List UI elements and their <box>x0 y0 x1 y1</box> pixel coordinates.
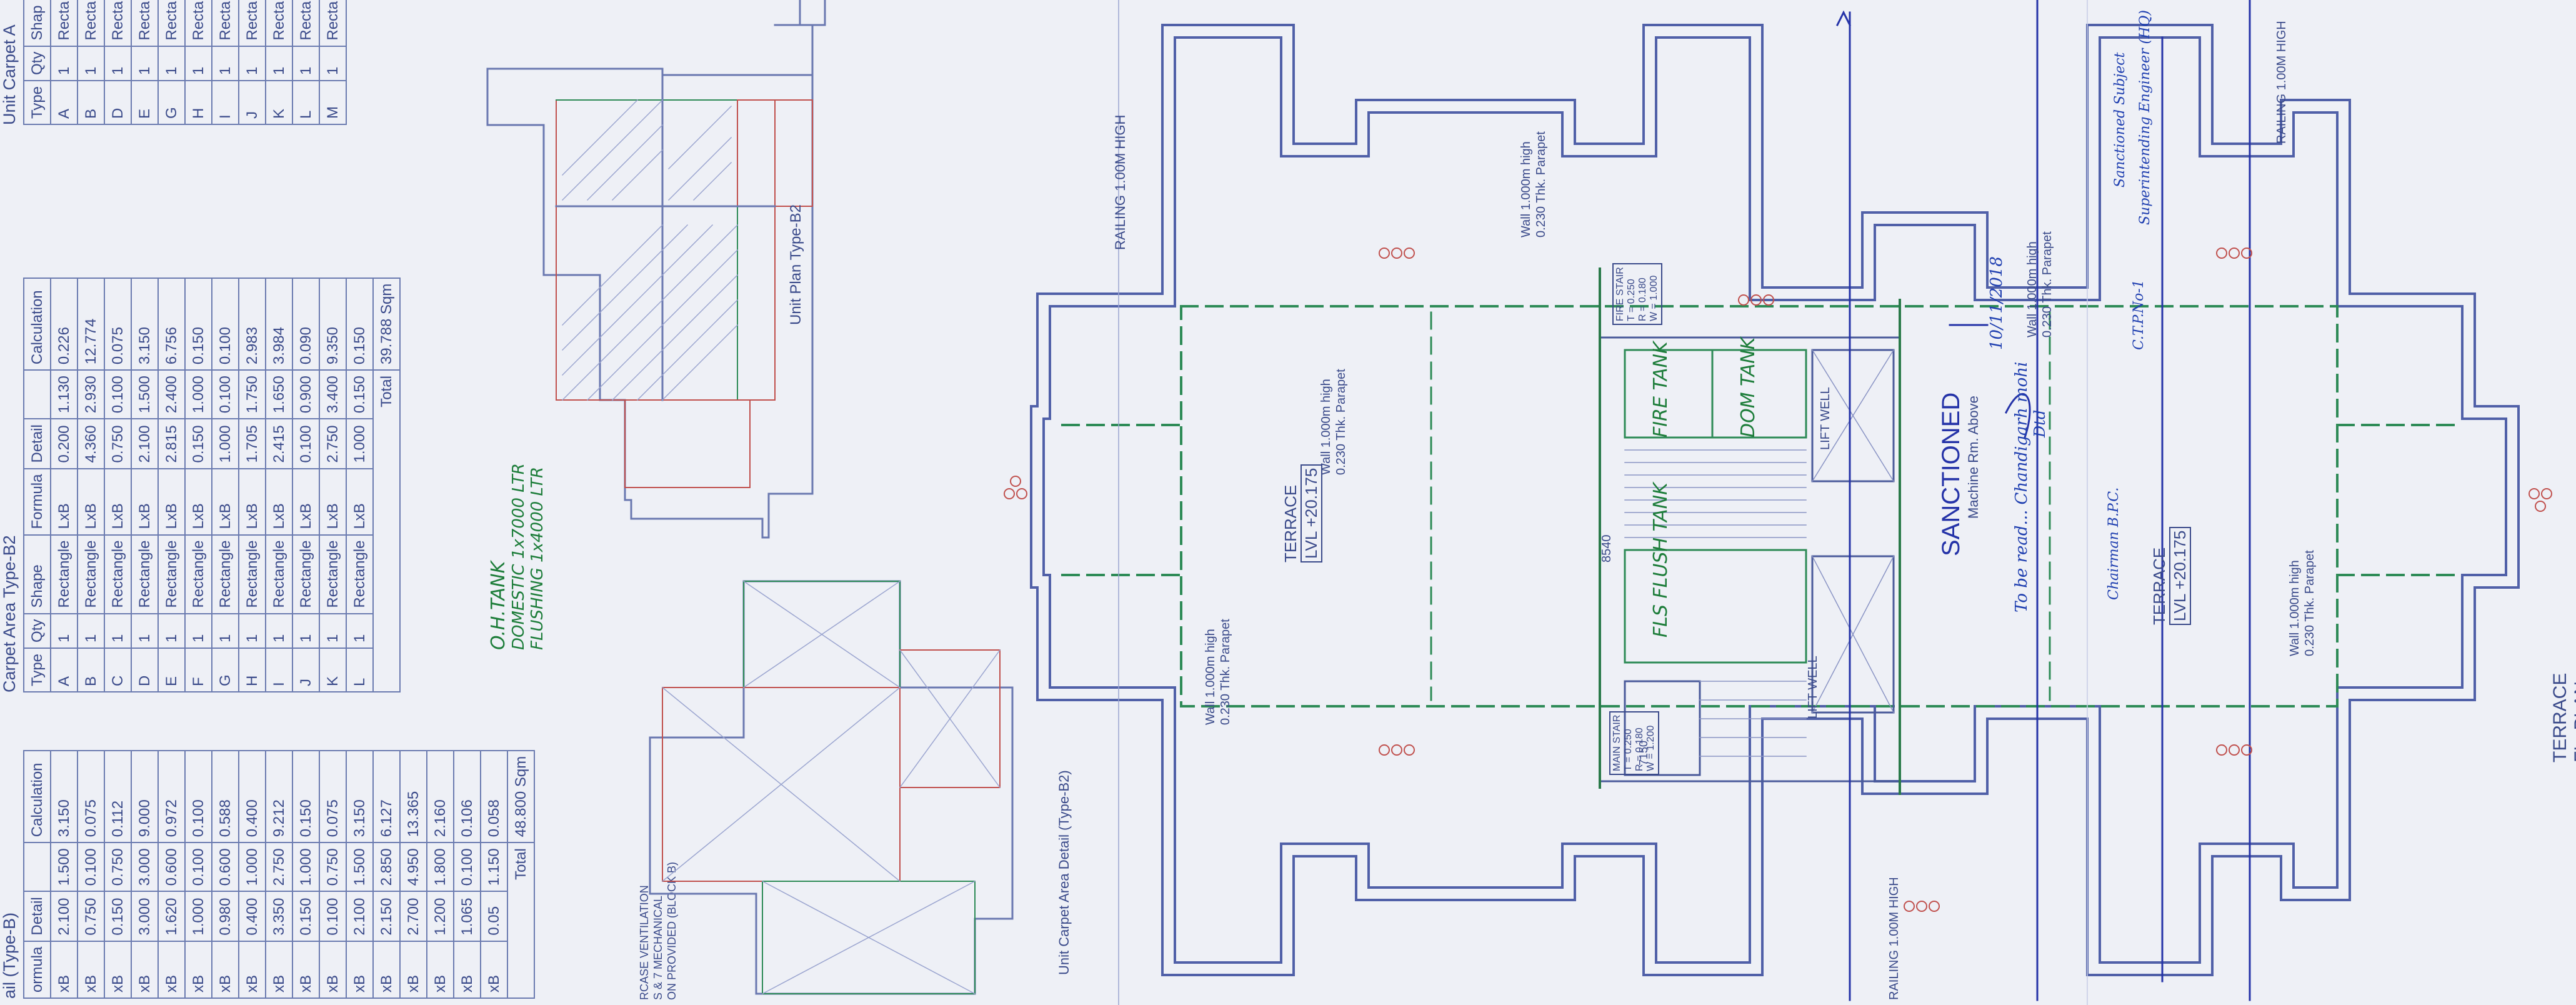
signature-text-1: To be read... Chandigarh mohi <box>2012 361 2031 612</box>
terrace-outline <box>1030 24 2520 976</box>
dim-8540: 8540 <box>1600 534 1614 563</box>
terrace-right-text: TERRACE <box>2150 547 2169 625</box>
fire-stair-line-4: W = 1.000 <box>1649 275 1659 321</box>
machine-room-label: Machine Rm. Above <box>1965 396 1981 519</box>
wall-note-left-low: Wall 1.000m high 0.230 Thk. Parapet <box>1203 619 1233 725</box>
carpet-detail-title: Unit Carpet Area Detail (Type-B2) <box>1056 770 1072 975</box>
unit-plan-type-b2 <box>486 0 826 539</box>
terrace-inner-dashed <box>1061 305 2464 708</box>
level-right-text: LVL +20.175 <box>2169 526 2191 625</box>
fire-stair-line-1: FIRE STAIR <box>1615 267 1625 321</box>
lift-well-label-2: LIFT WELL <box>1819 387 1832 450</box>
signature-text-4: Superintending Engineer (HQ) <box>2137 10 2153 225</box>
wall-note-right2-line-2: 0.230 Thk. Parapet <box>2303 550 2317 656</box>
main-stair-line-1: MAIN STAIR <box>1612 714 1622 771</box>
unit-plan-title: Unit Plan Type-B2 <box>787 204 804 325</box>
column-markers <box>1004 248 2552 912</box>
terrace-left-text: TERRACE <box>1281 484 1300 562</box>
wall-note-right-line-2: 0.230 Thk. Parapet <box>2040 231 2054 338</box>
lift-well-label-1: LIFT WELL <box>1806 656 1820 719</box>
wall-note-left: Wall 1.000m high 0.230 Thk. Parapet <box>1319 369 1349 475</box>
terrace-label-right: TERRACE LVL +20.175 <box>2150 526 2191 625</box>
sanctioned-stamp: SANCTIONED <box>1937 392 1965 556</box>
dom-tank-hw: DOM TANK <box>1737 337 1759 438</box>
core-stairs-lifts <box>1599 268 1901 795</box>
wall-note-low-line-2: 0.230 Thk. Parapet <box>1219 619 1232 725</box>
pen-annotations <box>1835 0 2251 1001</box>
signature-date: 10/11/2018 <box>1987 256 2006 350</box>
wall-note-top: Wall 1.000m high 0.230 Thk. Parapet <box>1519 131 1549 238</box>
wall-note-left-line-2: 0.230 Thk. Parapet <box>1334 369 1348 475</box>
fire-stair-line-2: T = 0.250 <box>1626 279 1637 321</box>
fire-tank-hw: FIRE TANK <box>1650 341 1672 438</box>
wall-note-right2-line-1: Wall 1.000m high <box>2288 560 2302 656</box>
signature-text-5: Chairman B.P.C. <box>2106 487 2122 600</box>
wall-note-low-line-1: Wall 1.000m high <box>1204 629 1217 725</box>
flush-tank-hw: FLS FLUSH TANK <box>1650 482 1672 638</box>
plan-title: TERRACE FL. PLAN <box>2550 672 2576 762</box>
wall-note-line-1: Wall 1.000m high <box>1519 141 1533 238</box>
signature-dtd: Dtd <box>2031 409 2049 438</box>
main-stair-line-2: T = 0.250 <box>1623 729 1634 771</box>
fire-stair-line-3: R = 0.180 <box>1637 278 1648 321</box>
wall-note-left-line-1: Wall 1.000m high <box>1319 379 1333 475</box>
railing-label-bottom: RAILING 1.00M HIGH <box>1887 877 1901 1000</box>
signature-text-2: C.T.P.No-1 <box>2131 279 2147 350</box>
signature-text-3: Sanctioned Subject <box>2112 52 2128 188</box>
wall-note-right: Wall 1.000m high 0.230 Thk. Parapet <box>2025 231 2055 338</box>
railing-label: RAILING 1.00M HIGH <box>1112 114 1128 250</box>
railing-label-right: RAILING 1.00M HIGH <box>2275 21 2289 144</box>
terrace-label-left: TERRACE LVL +20.175 <box>1281 464 1322 562</box>
wall-note-line-2: 0.230 Thk. Parapet <box>1534 131 1548 238</box>
dim-7150: 7150 <box>1637 740 1650 766</box>
wall-note-right-line-1: Wall 1.000m high <box>2025 241 2039 338</box>
fire-stair-note: FIRE STAIR T = 0.250 R = 0.180 W = 1.000 <box>1612 263 1662 325</box>
main-stair-note: MAIN STAIR T = 0.250 R = 0.180 W = 1.200 <box>1609 711 1659 775</box>
unit-carpet-area-detail <box>649 580 1014 995</box>
level-left-text: LVL +20.175 <box>1300 464 1322 562</box>
wall-note-right-2: Wall 1.000m high 0.230 Thk. Parapet <box>2287 550 2317 656</box>
